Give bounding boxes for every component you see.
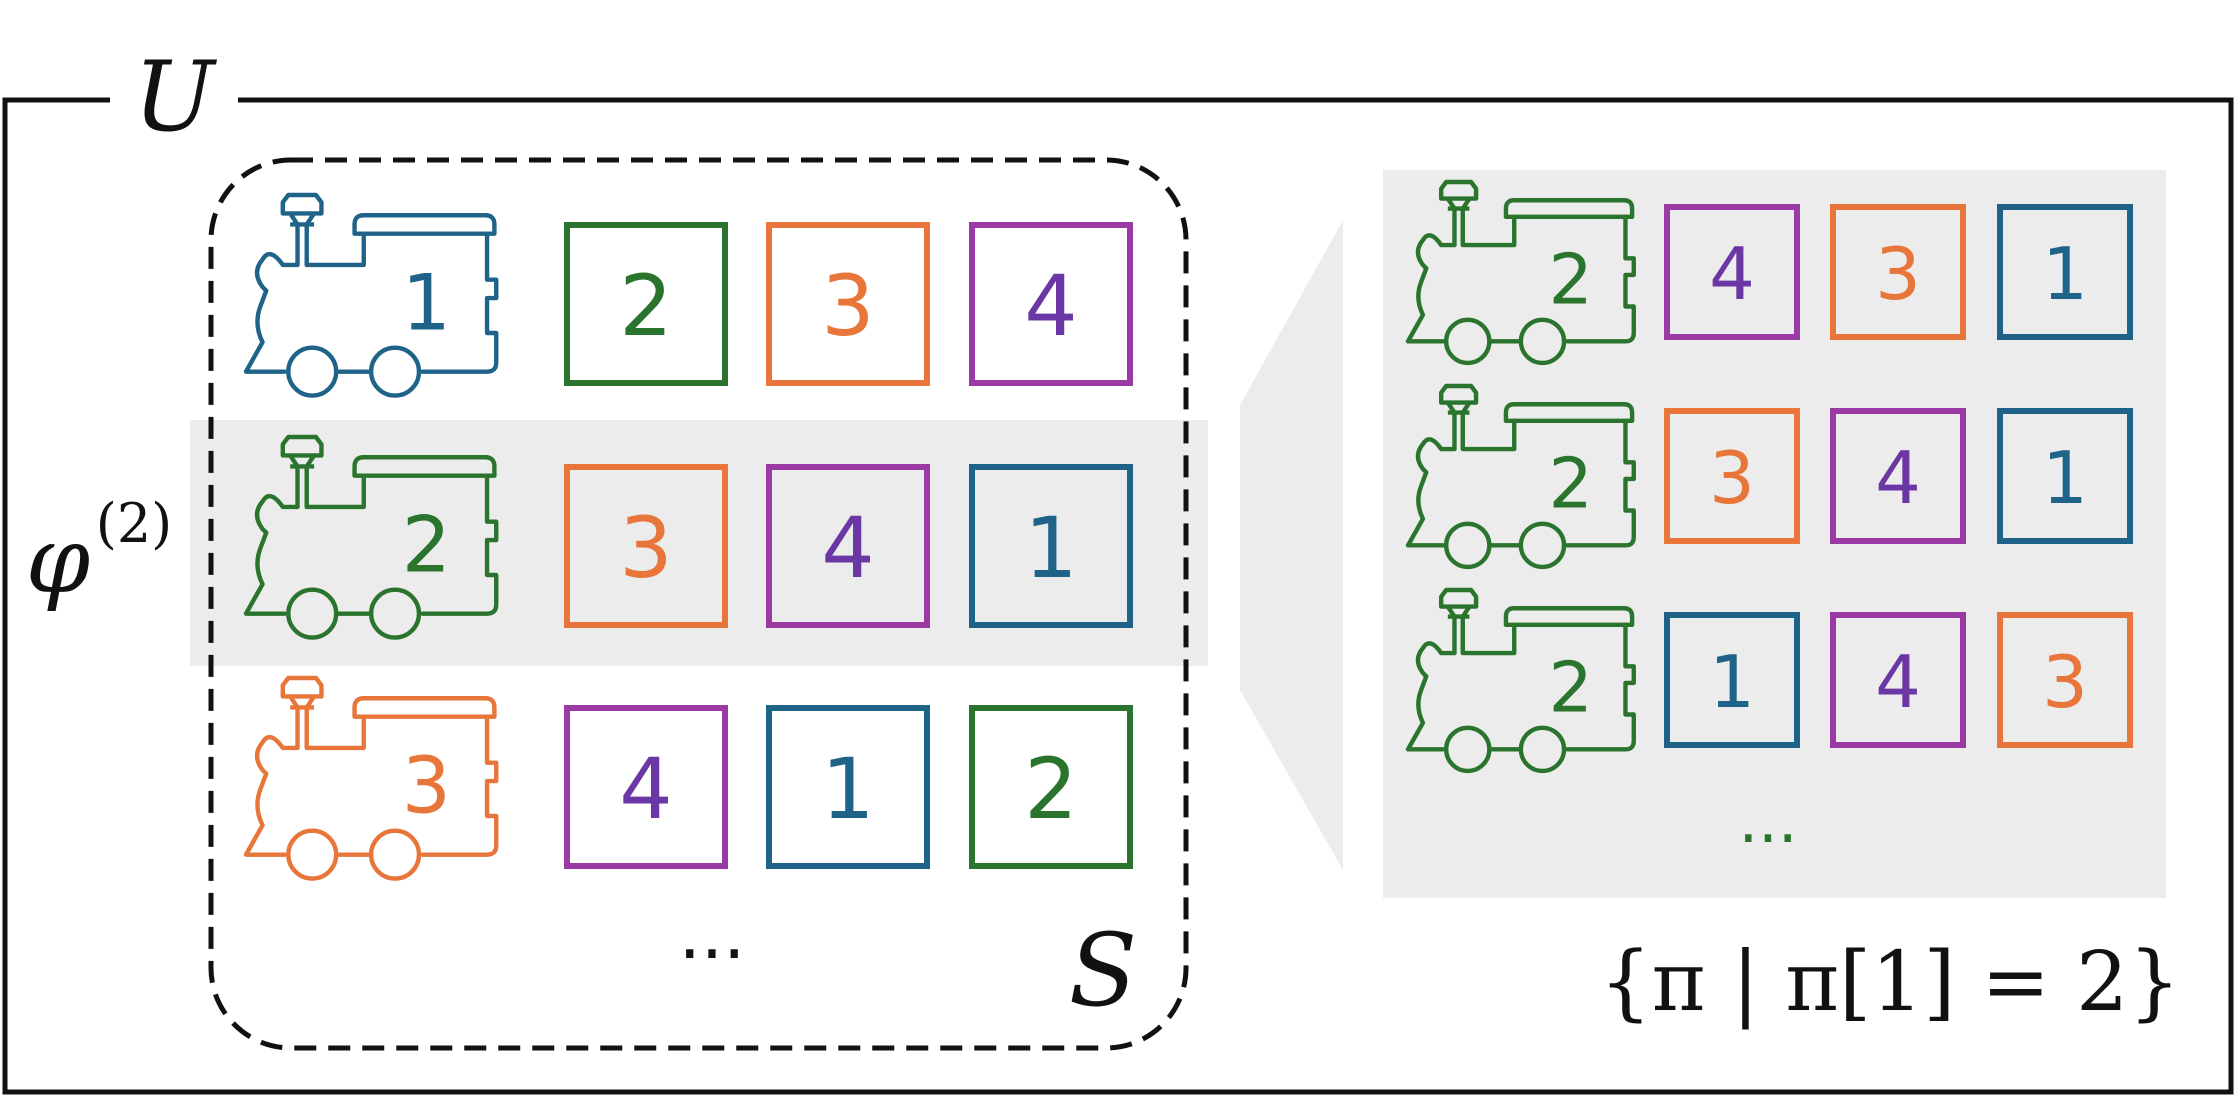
box-outline [969,705,1133,869]
train-label: 2 [402,501,451,591]
feature-superscript: (2) [96,492,173,555]
permutation-box: 3 [766,222,930,386]
feature-symbol: φ [26,507,91,614]
left-row: 3 4 1 2 [243,675,1133,881]
box-label: 4 [821,499,874,597]
train-icon: 2 [243,434,499,640]
permutation-box: 1 [1664,612,1800,748]
train-label: 2 [1549,443,1593,524]
train-label: 3 [402,742,451,832]
box-label: 1 [1024,499,1077,597]
permutation-box: 3 [564,464,728,628]
box-label: 4 [1709,232,1755,316]
box-label: 3 [1709,436,1755,520]
box-outline [1830,204,1966,340]
ellipsis-left: ... [679,893,746,975]
condition-label: {π | π[1] = 2} [1599,935,2180,1030]
left-row: 2 3 4 1 [243,434,1133,640]
permutation-box: 2 [969,705,1133,869]
right-row: 2 3 4 1 [1405,383,2133,570]
box-outline [1997,204,2133,340]
permutation-box: 2 [564,222,728,386]
left-row: 1 2 3 4 [243,192,1133,398]
box-outline [564,464,728,628]
box-outline [1664,204,1800,340]
zoom-panel [1383,170,2166,898]
box-label: 1 [2042,232,2088,316]
box-label: 4 [1024,257,1077,355]
box-label: 4 [1875,436,1921,520]
left-rows: 1 2 3 4 2 3 4 1 3 4 1 2 [243,192,1133,881]
box-label: 4 [619,740,672,838]
box-outline [564,222,728,386]
box-outline [1664,612,1800,748]
permutation-box: 4 [766,464,930,628]
permutation-box: 1 [1997,408,2133,544]
permutation-box: 4 [969,222,1133,386]
box-outline [766,705,930,869]
set-region [208,157,1189,1051]
train-icon: 3 [243,675,499,881]
box-label: 2 [619,257,672,355]
permutation-box: 4 [1830,408,1966,544]
box-outline [1997,408,2133,544]
universe-frame [2,97,2234,1095]
permutation-box: 1 [766,705,930,869]
permutation-box: 1 [1997,204,2133,340]
permutation-box: 4 [564,705,728,869]
box-label: 3 [1875,232,1921,316]
box-label: 1 [821,740,874,838]
right-row: 2 1 4 3 [1405,587,2133,774]
set-label: S [1069,912,1138,1029]
box-outline [1830,408,1966,544]
box-outline [969,464,1133,628]
permutation-box: 3 [1997,612,2133,748]
permutation-box: 4 [1664,204,1800,340]
box-outline [766,464,930,628]
permutation-box: 1 [969,464,1133,628]
box-outline [564,705,728,869]
train-icon: 2 [1405,587,1636,774]
box-label: 1 [2042,436,2088,520]
train-label: 1 [402,259,451,349]
box-label: 3 [2042,640,2088,724]
permutation-box: 3 [1830,204,1966,340]
box-outline [766,222,930,386]
box-label: 3 [821,257,874,355]
box-label: 3 [619,499,672,597]
train-icon: 2 [1405,383,1636,570]
box-label: 2 [1024,740,1077,838]
box-label: 4 [1875,640,1921,724]
train-icon: 2 [1405,179,1636,366]
train-label: 2 [1549,239,1593,320]
universe-label: U [134,41,218,153]
right-rows: 2 4 3 1 2 3 4 1 2 1 4 3 [1405,179,2133,774]
permutation-box: 4 [1830,612,1966,748]
box-outline [969,222,1133,386]
box-label: 1 [1709,640,1755,724]
train-icon: 1 [243,192,499,398]
permutation-box: 3 [1664,408,1800,544]
box-outline [1997,612,2133,748]
box-outline [1664,408,1800,544]
right-row: 2 4 3 1 [1405,179,2133,366]
train-label: 2 [1549,647,1593,728]
zoom-connector [1240,220,1343,870]
ellipsis-right: ... [1738,784,1797,857]
box-outline [1830,612,1966,748]
